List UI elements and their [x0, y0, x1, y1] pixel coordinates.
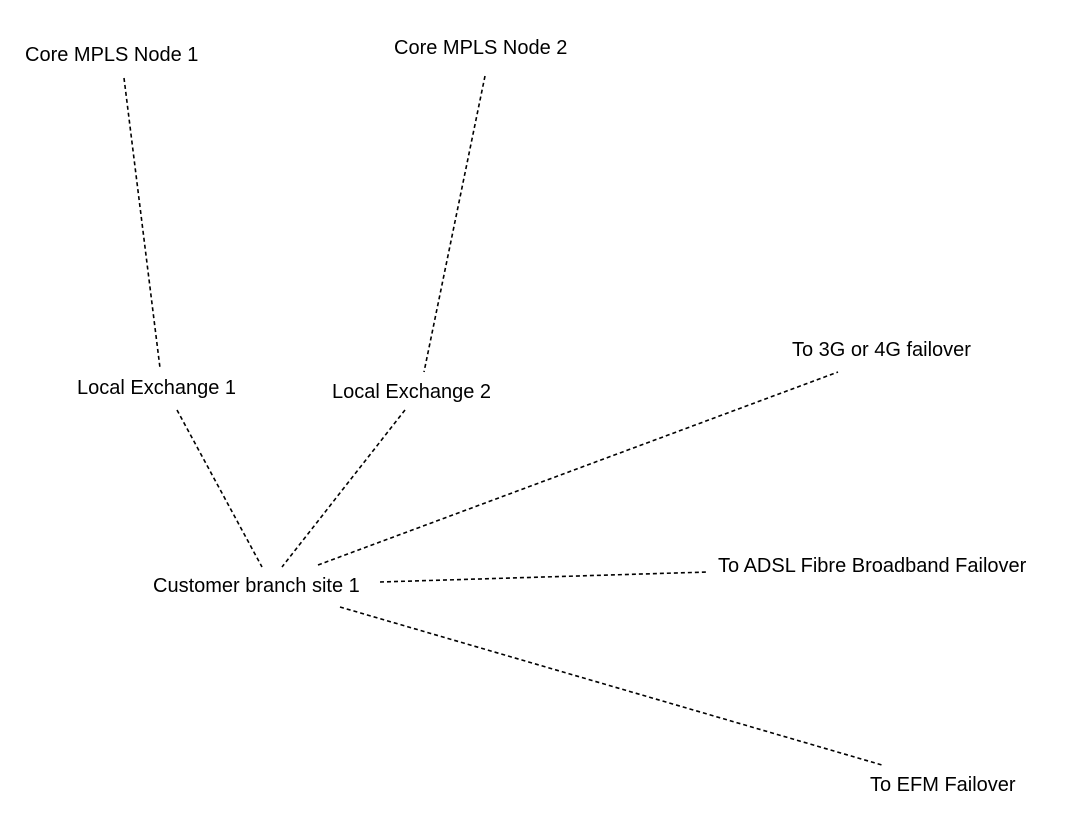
node-local-exchange-1: Local Exchange 1: [77, 377, 237, 399]
link-branch-adsl: [379, 571, 709, 583]
node-local-exchange-2: Local Exchange 2: [332, 381, 492, 403]
link-branch-3g4g: [317, 371, 839, 566]
link-core1-exchange1: [123, 77, 161, 369]
node-core-mpls-2: Core MPLS Node 2: [394, 37, 568, 59]
link-branch-efm: [339, 606, 883, 766]
node-core-mpls-1: Core MPLS Node 1: [25, 44, 199, 66]
link-exchange1-branch: [176, 409, 263, 568]
link-core2-exchange2: [423, 75, 486, 373]
node-failover-efm: To EFM Failover: [870, 774, 1016, 796]
node-failover-adsl: To ADSL Fibre Broadband Failover: [718, 555, 1027, 577]
node-failover-3g-4g: To 3G or 4G failover: [792, 339, 971, 361]
node-customer-branch-site-1: Customer branch site 1: [153, 575, 360, 597]
link-exchange2-branch: [281, 409, 406, 568]
